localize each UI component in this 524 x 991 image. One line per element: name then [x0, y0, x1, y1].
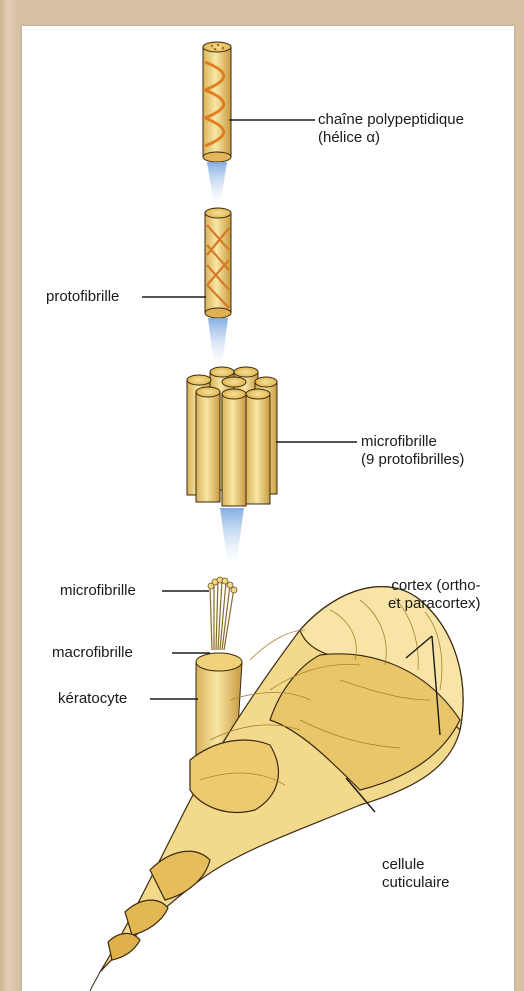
label-cortex: cortex (ortho- et paracortex) — [388, 577, 481, 613]
label-polypeptide-chain-line2: (hélice α) — [318, 129, 464, 147]
label-microfibril-line1: microfibrille — [361, 433, 464, 451]
label-polypeptide-chain-line1: chaîne polypeptidique — [318, 111, 464, 129]
label-microfibril-small: microfibrille — [60, 582, 136, 600]
label-protofibril: protofibrille — [46, 288, 119, 306]
hair-shaft — [100, 587, 463, 972]
microfibril-tips — [208, 577, 237, 593]
label-macrofibril: macrofibrille — [52, 644, 133, 662]
label-cortex-line1: cortex (ortho- — [388, 577, 481, 595]
label-microfibril-bundle: microfibrille (9 protofibrilles) — [361, 433, 464, 469]
polypeptide-chain-cylinder — [203, 42, 231, 162]
glow-arrow-2 — [208, 318, 228, 365]
hair-tail-strand — [90, 972, 100, 991]
label-cuticle-line2: cuticulaire — [382, 874, 450, 892]
glow-arrow-3 — [220, 508, 244, 565]
label-polypeptide-chain: chaîne polypeptidique (hélice α) — [318, 111, 464, 147]
glow-arrow-1 — [207, 162, 227, 205]
protofibril-cylinder — [205, 208, 231, 318]
label-cortex-line2: et paracortex) — [388, 595, 481, 613]
macrofibril-fan — [210, 580, 234, 650]
label-cuticle-line1: cellule — [382, 856, 450, 874]
label-cuticle-cell: cellule cuticulaire — [382, 856, 450, 892]
label-keratocyte: kératocyte — [58, 690, 127, 708]
label-microfibril-line2: (9 protofibrilles) — [361, 451, 464, 469]
microfibril-bundle — [187, 367, 277, 506]
